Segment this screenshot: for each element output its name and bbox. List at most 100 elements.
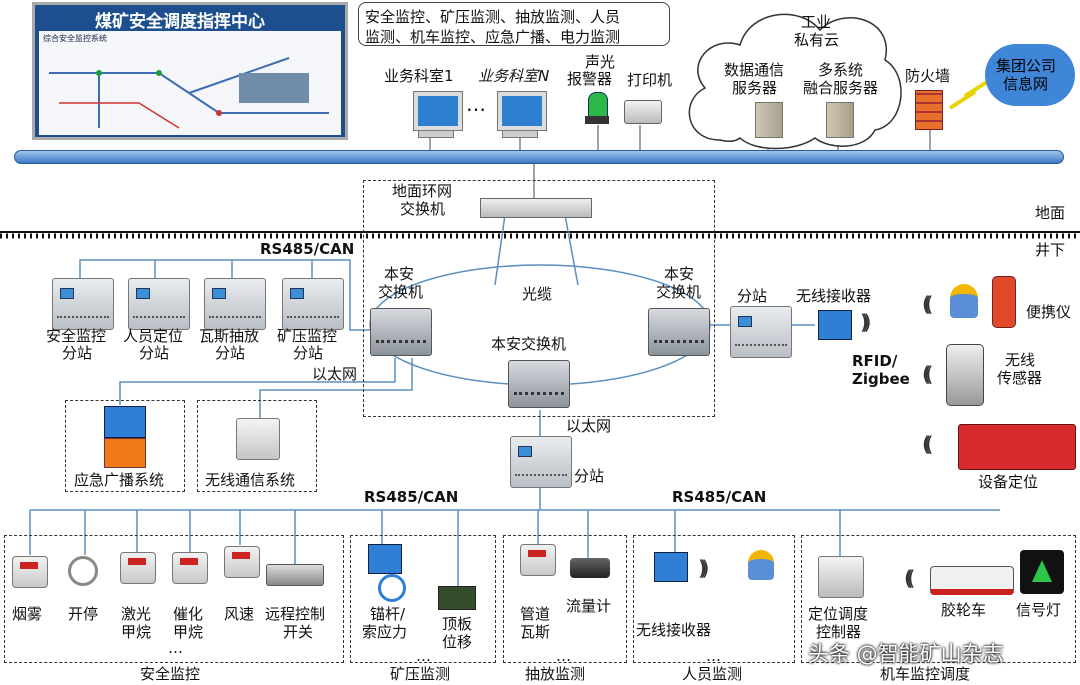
wireless-sensor-icon (946, 344, 984, 406)
drainage-ellipsis: … (556, 647, 571, 665)
bottom-station-label: 分站 (574, 467, 605, 485)
mine-map-graphic (49, 57, 329, 129)
rs485-top-label: RS485/CAN (260, 240, 355, 258)
safety-item-catalytic-line2: 甲烷 (173, 623, 204, 641)
substation-3-line2: 分站 (215, 344, 246, 362)
group-net-cloud (985, 44, 1075, 106)
substation-1-line2: 分站 (62, 344, 93, 362)
substation-1-line1: 安全监控 (46, 327, 107, 345)
left-switch-label-line1: 本安 (384, 265, 415, 283)
ring-network-region (363, 180, 715, 417)
group-net-label-line1: 集团公司 (996, 57, 1057, 75)
underground-label: 井下 (1035, 241, 1066, 259)
bottom-substation-icon (510, 436, 572, 488)
fiber-label: 光缆 (522, 285, 553, 303)
laser-methane-sensor-icon (120, 552, 156, 584)
pressure-item1-line1: 锚杆/ (370, 605, 406, 623)
office1-label: 业务科室1 (384, 67, 454, 85)
ground-label: 地面 (1035, 204, 1066, 222)
wireless-receiver-top-label: 无线接收器 (796, 287, 872, 305)
wireless-comm-region (197, 400, 317, 492)
services-line2: 监测、机车监控、应急广播、电力监测 (365, 28, 621, 46)
ground-switch-label-line2: 交换机 (400, 200, 446, 218)
substation-4-line1: 矿压监控 (277, 327, 338, 345)
services-box: 安全监控、矿压监测、抽放监测、人员 监测、机车监控、应急广播、电力监测 (358, 2, 670, 46)
center-switch-label: 本安交换机 (491, 335, 567, 353)
drainage-item1-line2: 瓦斯 (520, 623, 551, 641)
pressure-monitoring-region (350, 535, 496, 663)
officeN-computer-icon (498, 92, 546, 130)
pressure-item2-line2: 位移 (442, 633, 473, 651)
wireless-ap-icon (236, 418, 280, 460)
receiver-signal-icon: ))) (860, 310, 872, 334)
safety-item-smoke: 烟雾 (12, 605, 43, 623)
wireless-sensor-label-line1: 无线 (1005, 351, 1036, 369)
drainage-caption: 抽放监测 (525, 665, 586, 683)
rs485-right-label: RS485/CAN (672, 488, 767, 506)
drainage-item1-line1: 管道 (520, 605, 551, 623)
cloud-title-line1: 工业 (801, 13, 832, 31)
personnel-receiver-icon (654, 552, 688, 582)
pressure-item1-line2: 索应力 (362, 623, 408, 641)
equipment-signal-icon: ((( (922, 432, 934, 456)
wind-speed-sensor-icon (224, 546, 260, 578)
server1-label-line1: 数据通信 (724, 61, 785, 79)
broadcast-device-icon (104, 406, 146, 438)
alarm-label-line2: 报警器 (567, 70, 613, 88)
wireless-receiver-top-icon (818, 310, 852, 340)
watermark-text: 头条 @智能矿山杂志 (808, 642, 1004, 666)
dispatch-screen: 煤矿安全调度指挥中心 综合安全监控系统 (32, 2, 348, 140)
locomotive-item2: 胶轮车 (941, 601, 987, 619)
miner-avatar-icon (950, 284, 978, 318)
on-off-sensor-icon (68, 556, 98, 586)
wireless-sensor-label-line2: 传感器 (997, 369, 1043, 387)
drainage-monitoring-region (503, 535, 627, 663)
signal-light-icon (1020, 550, 1064, 594)
right-station-label: 分站 (737, 287, 768, 305)
office1-computer-icon (414, 92, 462, 130)
left-switch-label-line2: 交换机 (378, 283, 424, 301)
safety-item-laser-line1: 激光 (121, 605, 152, 623)
pressure-item2-line1: 顶板 (442, 615, 473, 633)
right-intrinsic-switch-icon (648, 308, 710, 356)
server1-label-line2: 服务器 (732, 79, 778, 97)
right-substation-icon (730, 306, 792, 358)
screen-map: 综合安全监控系统 (39, 31, 341, 135)
office-ellipsis: … (466, 92, 486, 116)
alarm-light-icon (588, 92, 608, 118)
ethernet-left-label: 以太网 (312, 365, 358, 383)
substation-3-line1: 瓦斯抽放 (199, 327, 260, 345)
group-net-label-line2: 信息网 (1003, 75, 1049, 93)
catalytic-methane-sensor-icon (172, 552, 208, 584)
equipment-positioning-icon (958, 424, 1076, 470)
office1-computer-base-icon (418, 130, 454, 138)
drainage-item2: 流量计 (566, 597, 612, 615)
locomotive-item1-line1: 定位调度 (808, 605, 869, 623)
personnel-substation-icon (128, 278, 190, 330)
firewall-icon (915, 90, 943, 130)
safety-item-remote-line1: 远程控制 (265, 605, 326, 623)
rfid-label-line2: Zigbee (852, 370, 910, 388)
officeN-label: 业务科室N (478, 67, 550, 85)
emergency-broadcast-region (65, 400, 185, 492)
server2-label-line2: 融合服务器 (803, 79, 879, 97)
pipe-gas-sensor-icon (520, 544, 556, 576)
smoke-sensor-icon (12, 556, 48, 588)
wireless-comm-label: 无线通信系统 (205, 471, 296, 489)
wireless-sensor-signal-icon: ((( (922, 362, 934, 386)
personnel-item1: 无线接收器 (636, 621, 712, 639)
left-intrinsic-switch-icon (370, 308, 432, 356)
pressure-substation-icon (282, 278, 344, 330)
rs485-left-label: RS485/CAN (364, 488, 459, 506)
personnel-ellipsis: … (706, 647, 721, 665)
safety-item-wind: 风速 (224, 605, 255, 623)
safety-substation-icon (52, 278, 114, 330)
equipment-positioning-label: 设备定位 (978, 473, 1039, 491)
cloud-title-line2: 私有云 (794, 31, 840, 49)
positioning-controller-icon (818, 556, 864, 598)
substation-4-line2: 分站 (293, 344, 324, 362)
substation-2-line2: 分站 (139, 344, 170, 362)
rubber-tire-vehicle-icon (930, 566, 1014, 595)
printer-label: 打印机 (627, 71, 673, 89)
flowmeter-icon (570, 558, 610, 578)
